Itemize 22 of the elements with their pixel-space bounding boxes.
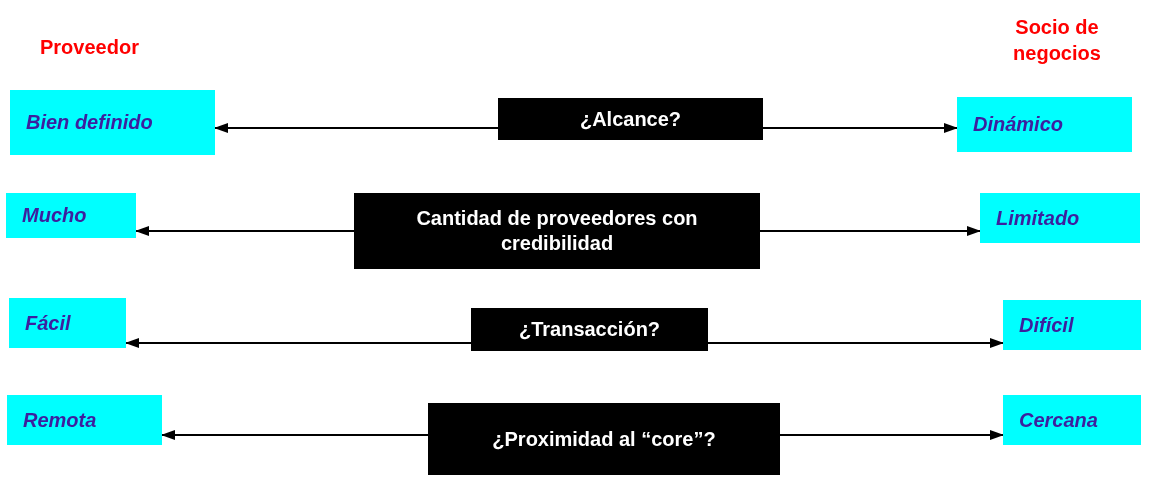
question-box: ¿Alcance? <box>498 98 763 140</box>
arrow <box>759 226 981 236</box>
value-box: Fácil <box>9 298 126 348</box>
arrow <box>161 430 429 440</box>
column-heading: Proveedor <box>40 35 139 60</box>
arrow <box>779 430 1004 440</box>
value-box: Mucho <box>6 193 136 238</box>
column-heading: Socio de negocios <box>1012 15 1102 66</box>
arrow <box>762 123 958 133</box>
value-box: Remota <box>7 395 162 445</box>
question-box: ¿Proximidad al “core”? <box>428 403 780 475</box>
question-box: ¿Transacción? <box>471 308 708 351</box>
value-box: Dinámico <box>957 97 1132 152</box>
arrow <box>125 338 472 348</box>
value-box: Cercana <box>1003 395 1141 445</box>
arrow <box>214 123 499 133</box>
arrow <box>707 338 1004 348</box>
question-box: Cantidad de proveedores con credibilidad <box>354 193 760 269</box>
arrow <box>135 226 355 236</box>
value-box: Bien definido <box>10 90 215 155</box>
value-box: Limitado <box>980 193 1140 243</box>
value-box: Difícil <box>1003 300 1141 350</box>
